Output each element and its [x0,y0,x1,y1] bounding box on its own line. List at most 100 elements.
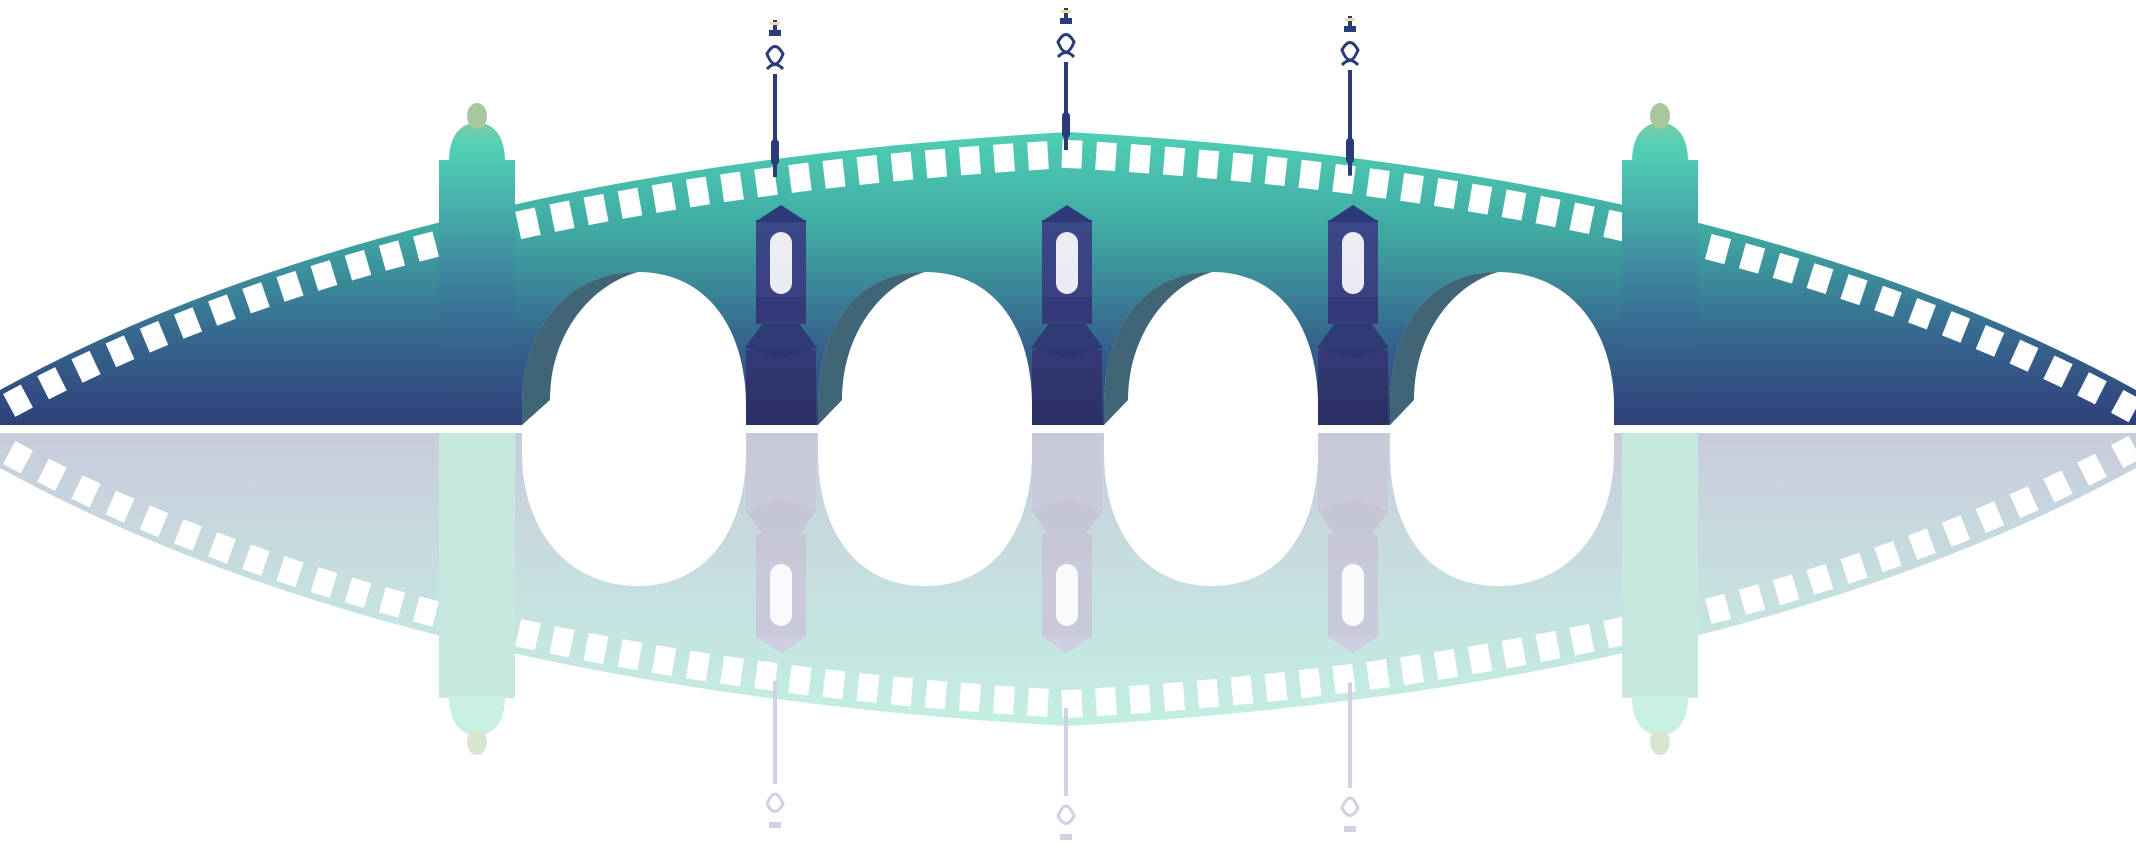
railing-slot [1095,141,1117,172]
railing-slot [924,679,948,710]
pier-tower [1317,433,1389,653]
railing-slot [344,577,372,609]
railing-slot [1162,146,1186,177]
railing-slot [993,143,1015,173]
railing-slot [754,660,778,692]
reflection-end-post [439,433,515,755]
railing-slot [208,294,236,326]
railing-slot [2111,389,2136,423]
railing-slot [1196,678,1220,709]
railing-slot [1772,252,1800,284]
railing-slot [2043,355,2073,388]
bridge [0,8,2136,429]
railing-slot [1298,159,1322,190]
street-lamp [765,20,785,178]
railing-slot [1129,684,1151,714]
railing-slot [2077,372,2107,405]
railing-slot [37,458,67,491]
railing-slot [413,596,439,627]
railing-slot [1705,593,1731,624]
railing-slot [173,519,203,551]
railing-slot [173,307,203,339]
railing-slot [1908,528,1936,560]
bridge-reflection [0,433,2136,840]
arch-shadows [522,272,1498,425]
railing-slot [71,350,101,383]
railing-slot [1941,311,1971,343]
railing-slot [1806,563,1834,595]
pier-tower [745,433,817,653]
railing-slot [1196,149,1220,180]
railing-slot [276,556,304,588]
railing-slot [958,145,982,176]
railing-slot [1705,234,1731,265]
railing-slot [788,665,812,696]
railing-slot [1433,178,1459,209]
railing-slot [1095,686,1117,717]
railing-slot [1975,501,2005,533]
railing-slot [2009,339,2039,372]
railing-slot [139,320,169,353]
railing-slot [1738,243,1766,274]
railing-slot [822,158,846,189]
bridge-lamps [765,8,1360,178]
water-line [0,425,2136,429]
railing-slot [1738,584,1766,615]
railing-slot [1264,671,1288,702]
railing-slot [890,676,914,707]
railing-slot [310,567,338,598]
railing-slot [1162,681,1186,712]
railing-slot [2111,435,2136,469]
reflection-end-post [1622,433,1698,755]
railing-slot [651,181,677,213]
railing-slot [1840,274,1868,306]
railing-slot [754,166,778,198]
railing-slot [617,639,643,671]
reflection-lamp [765,680,785,828]
railing-slot [993,685,1015,715]
bridge-piers [745,205,1389,425]
railing-slot [310,260,338,291]
railing-slot [651,645,677,677]
railing-slot [2077,453,2107,486]
railing-slot [1027,687,1049,717]
railing-slot [720,171,744,203]
railing-slot [617,187,643,219]
railing-slot [1366,168,1390,199]
end-post-left [439,103,515,425]
end-post-right [1622,103,1698,425]
pier-tower [1317,205,1389,425]
railing-slot [105,335,135,368]
pier-tower [1031,433,1103,653]
railing-slot [1027,141,1049,171]
railing-slot [1535,630,1561,663]
reflection-lamp [1056,707,1076,840]
reflection-railing [3,435,2136,719]
railing-slot [958,682,982,713]
railing-slot [37,367,67,400]
railing-slot [3,441,33,474]
railing-slot [549,626,575,658]
railing-slot [1332,163,1356,195]
railing-slot [2043,470,2073,503]
railing-slot [71,475,101,508]
railing-slot [856,155,880,185]
railing-slot [924,148,948,179]
street-lamp [1056,8,1076,151]
railing-slot [242,544,270,576]
railing-slot [583,632,609,665]
railing-slot [685,176,711,208]
railing-slot [1298,668,1322,699]
railing-slot [1501,189,1527,221]
railing-slot [1772,574,1800,606]
railing-slot [378,587,406,618]
railing-slot [583,193,609,226]
pier-tower [1031,205,1103,425]
railing-slot [1941,515,1971,547]
railing-slot [105,490,135,523]
railing-slot [549,200,575,232]
railing-slot [378,240,406,271]
railing-slot [1433,649,1459,680]
railing-slot [1264,156,1288,187]
